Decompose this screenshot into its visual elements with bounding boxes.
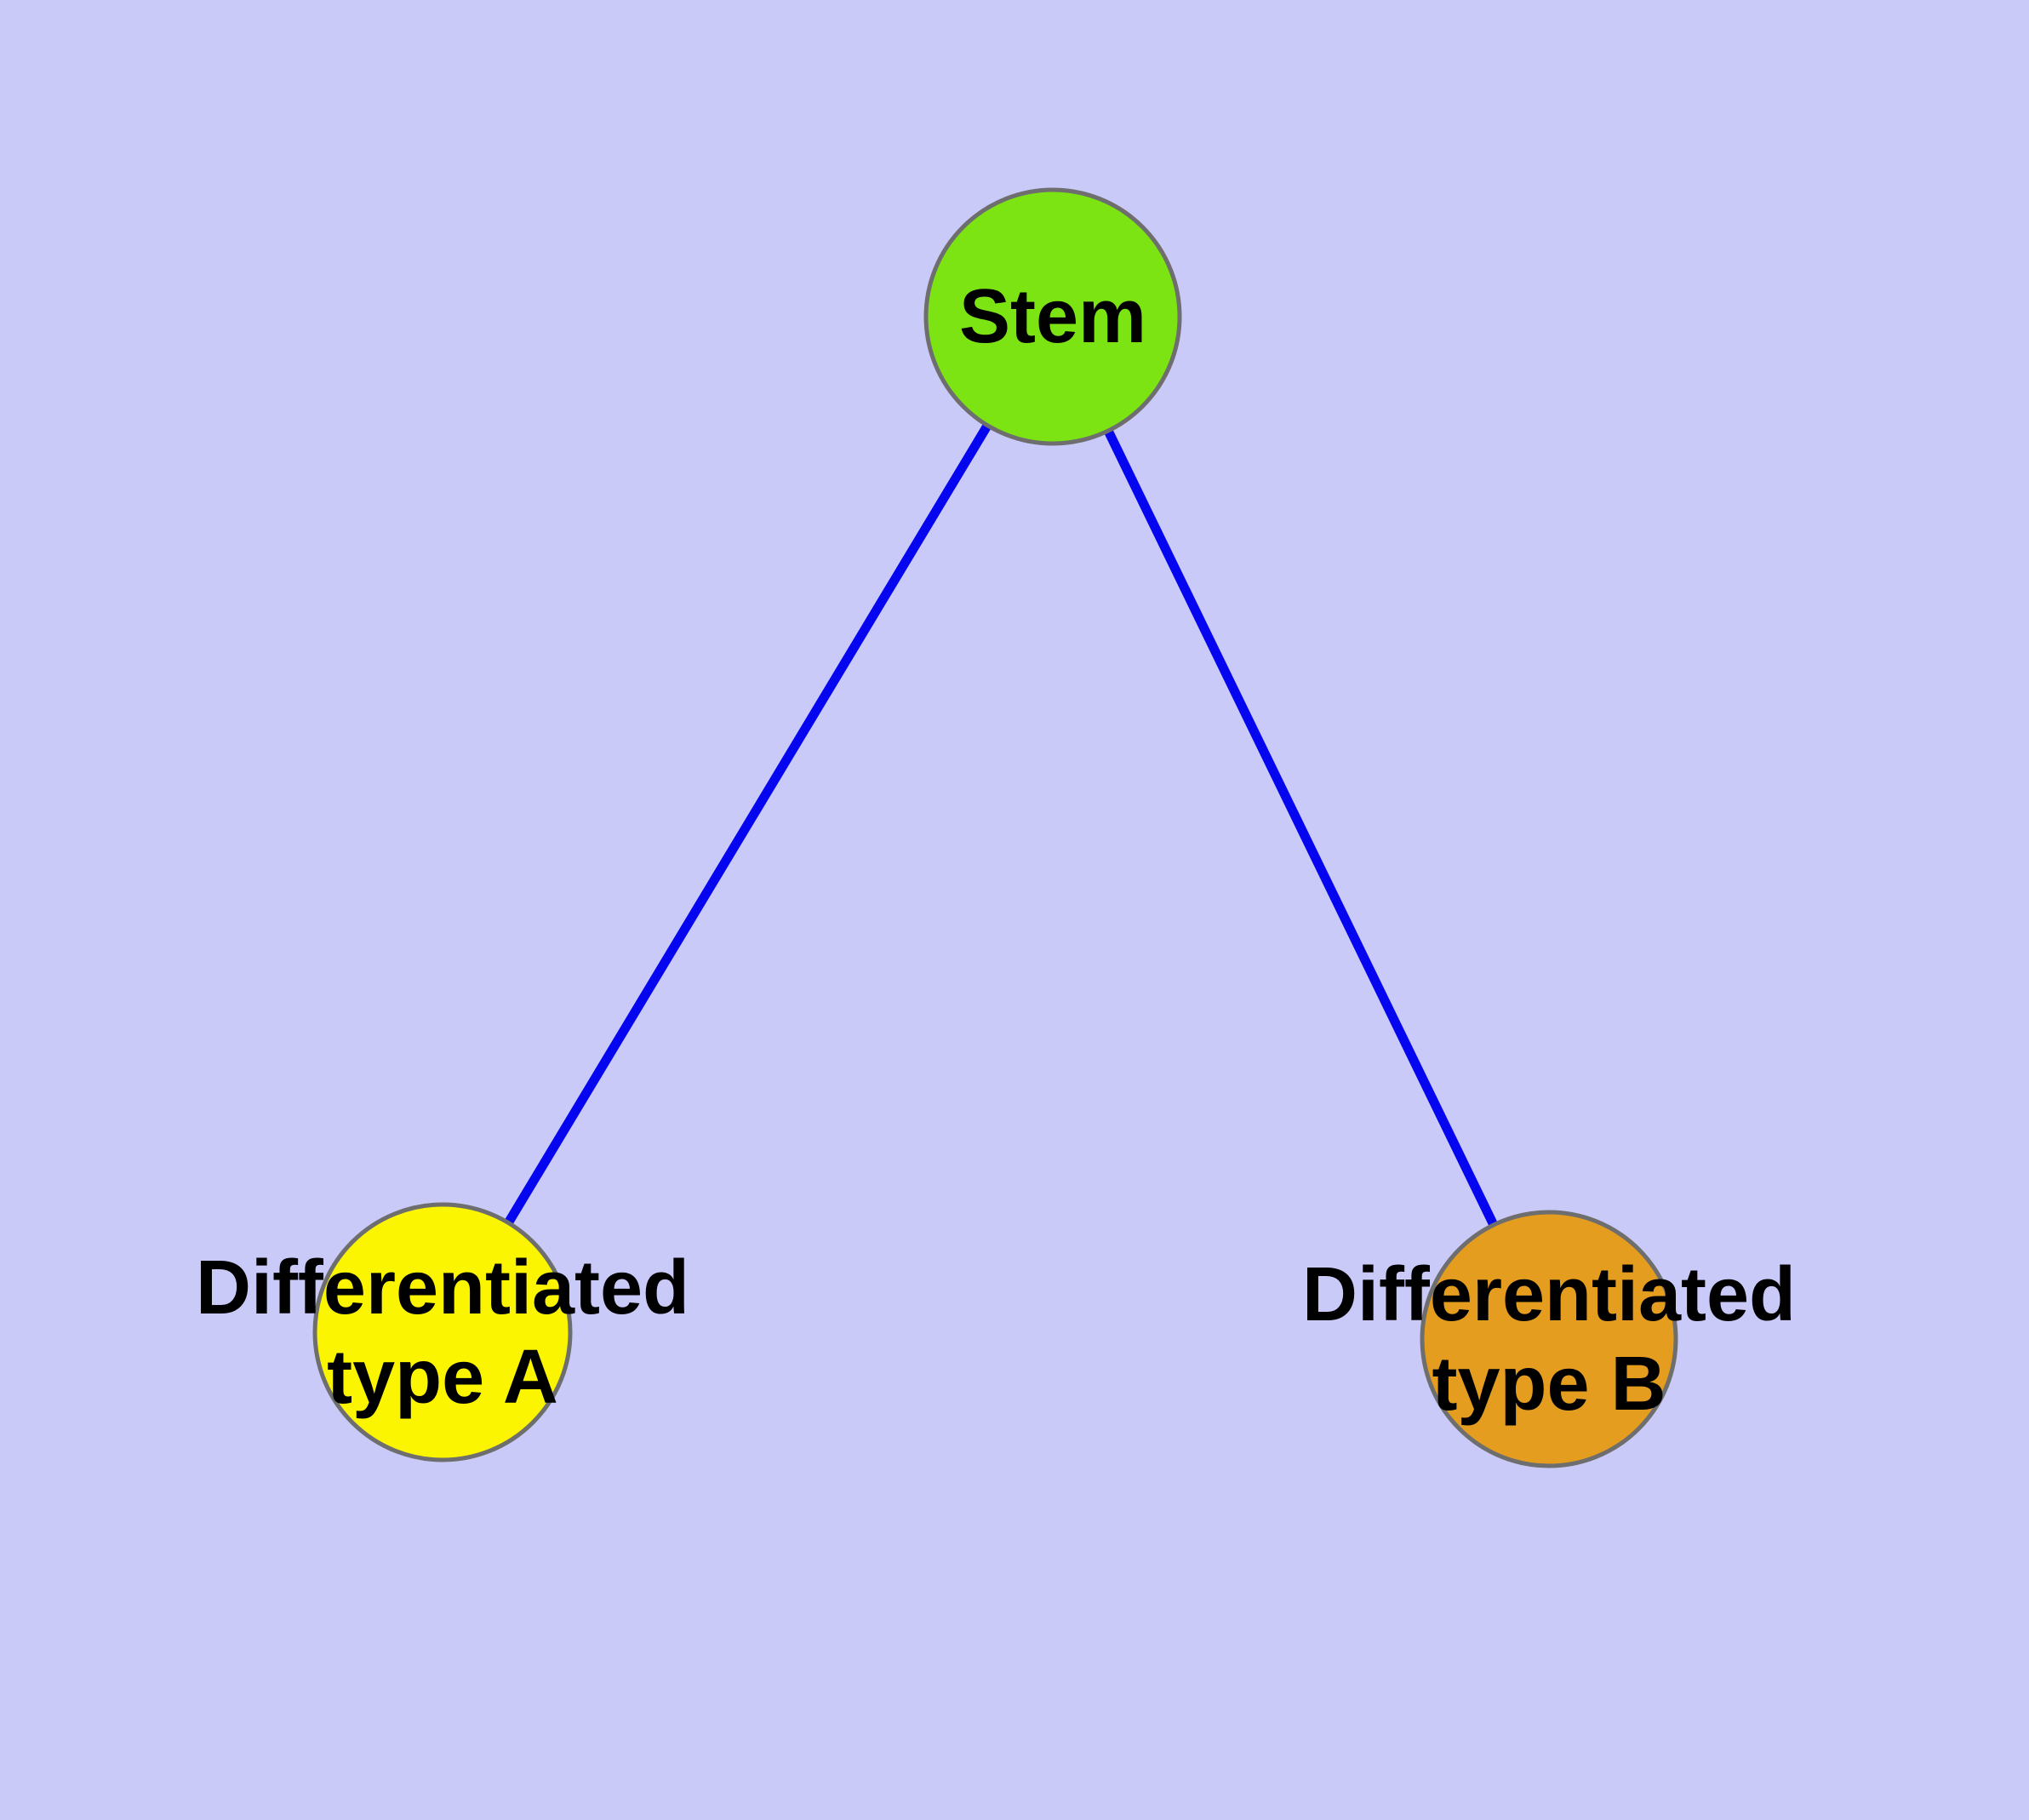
node-type-a-circle [312, 1202, 573, 1462]
edge-stem-to-type-a [438, 314, 1057, 1335]
node-stem-circle [923, 187, 1182, 446]
node-differentiated-type-a: Differentiated type A [196, 1202, 689, 1462]
node-stem: Stem [923, 187, 1182, 446]
node-stem-label: Stem [959, 274, 1146, 359]
node-type-b-label-line2: type B [1432, 1342, 1666, 1427]
node-type-a-label-line1: Differentiated [196, 1245, 689, 1331]
node-type-b-circle [1420, 1210, 1678, 1468]
node-type-a-label-line2: type A [327, 1335, 558, 1420]
node-differentiated-type-b: Differentiated type B [1302, 1210, 1796, 1468]
edge-group [438, 314, 1553, 1342]
node-type-b-label-line1: Differentiated [1302, 1252, 1796, 1337]
edge-stem-to-type-b [1049, 314, 1553, 1342]
